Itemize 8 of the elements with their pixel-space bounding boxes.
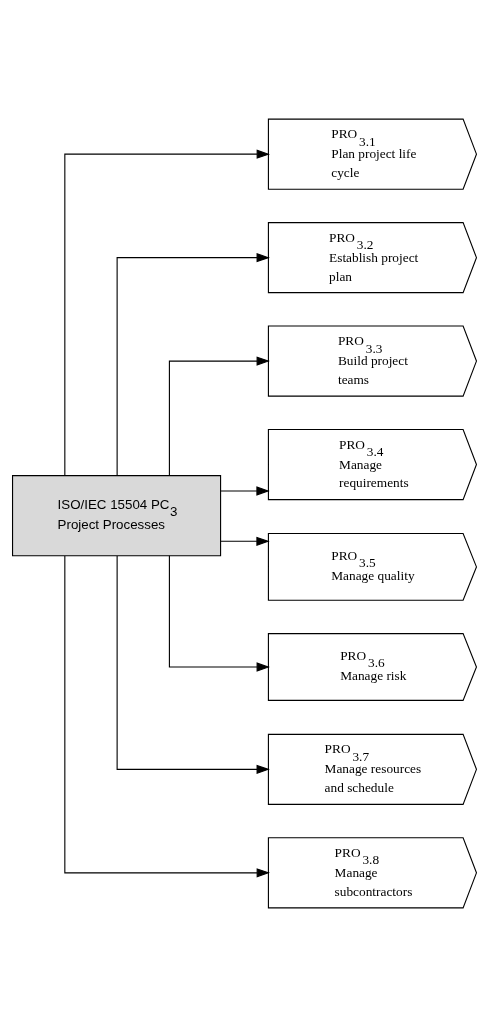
arrow (64, 555, 270, 878)
arrow (168, 555, 270, 672)
arrow (116, 555, 270, 775)
arrow (220, 536, 270, 546)
arrow (116, 252, 270, 476)
arrow (220, 486, 270, 496)
arrow (168, 356, 270, 477)
arrow (64, 149, 270, 477)
